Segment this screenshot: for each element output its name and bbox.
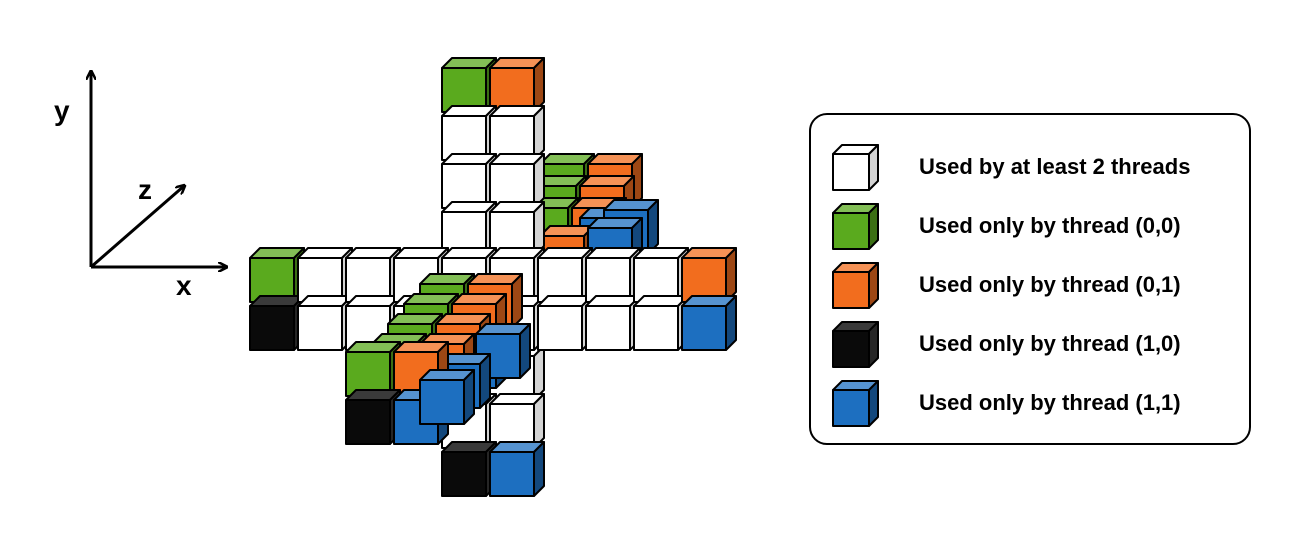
cube-shared [633,247,689,303]
cube-t10 [249,295,305,351]
legend-label-thread-1-1: Used only by thread (1,1) [919,390,1181,415]
cube-t00 [441,57,497,113]
cube-shared [345,247,401,303]
cube-t11 [681,295,737,351]
legend-item-thread-0-1: Used only by thread (0,1) [831,260,1241,310]
cube-shared [441,153,497,209]
z-axis-arrow [90,186,184,269]
black-cube-icon [832,321,879,368]
cube-shared [489,105,545,161]
blue-cube-icon [832,380,879,427]
legend-label-thread-1-0: Used only by thread (1,0) [919,331,1181,356]
legend-box: Used by at least 2 threads Used only by … [809,113,1251,445]
orange-cube-icon [832,262,879,309]
legend-label-shared: Used by at least 2 threads [919,154,1191,179]
cube-shared [832,144,879,191]
cube-t10 [832,321,879,368]
cube-shared [297,247,353,303]
cube-shared [441,105,497,161]
green-cube-icon [832,203,879,250]
z-axis-label: z [138,174,152,205]
white-cube-icon [832,144,879,191]
cube-shared [489,393,545,449]
legend-item-thread-1-1: Used only by thread (1,1) [831,378,1241,428]
cube-t11 [832,380,879,427]
legend-item-shared: Used by at least 2 threads [831,142,1241,192]
legend-item-thread-1-0: Used only by thread (1,0) [831,319,1241,369]
x-axis-label: x [176,270,192,301]
cube-t01 [681,247,737,303]
legend-item-thread-0-0: Used only by thread (0,0) [831,201,1241,251]
cube-shared [537,247,593,303]
cube-t01 [832,262,879,309]
cube-t10 [441,441,497,497]
cube-shared [585,247,641,303]
cube-t00 [249,247,305,303]
cube-shared [537,295,593,351]
cube-t00 [345,341,401,397]
cube-shared [585,295,641,351]
cube-shared [297,295,353,351]
cube-t11 [489,441,545,497]
legend-label-thread-0-1: Used only by thread (0,1) [919,272,1181,297]
cube-shared [489,153,545,209]
legend-label-thread-0-0: Used only by thread (0,0) [919,213,1181,238]
cube-t00 [832,203,879,250]
cube-shared [633,295,689,351]
cube-shared [489,201,545,257]
y-axis-label: y [54,95,70,126]
cube-t10 [345,389,401,445]
cube-t01 [489,57,545,113]
cube-t11 [419,369,475,425]
